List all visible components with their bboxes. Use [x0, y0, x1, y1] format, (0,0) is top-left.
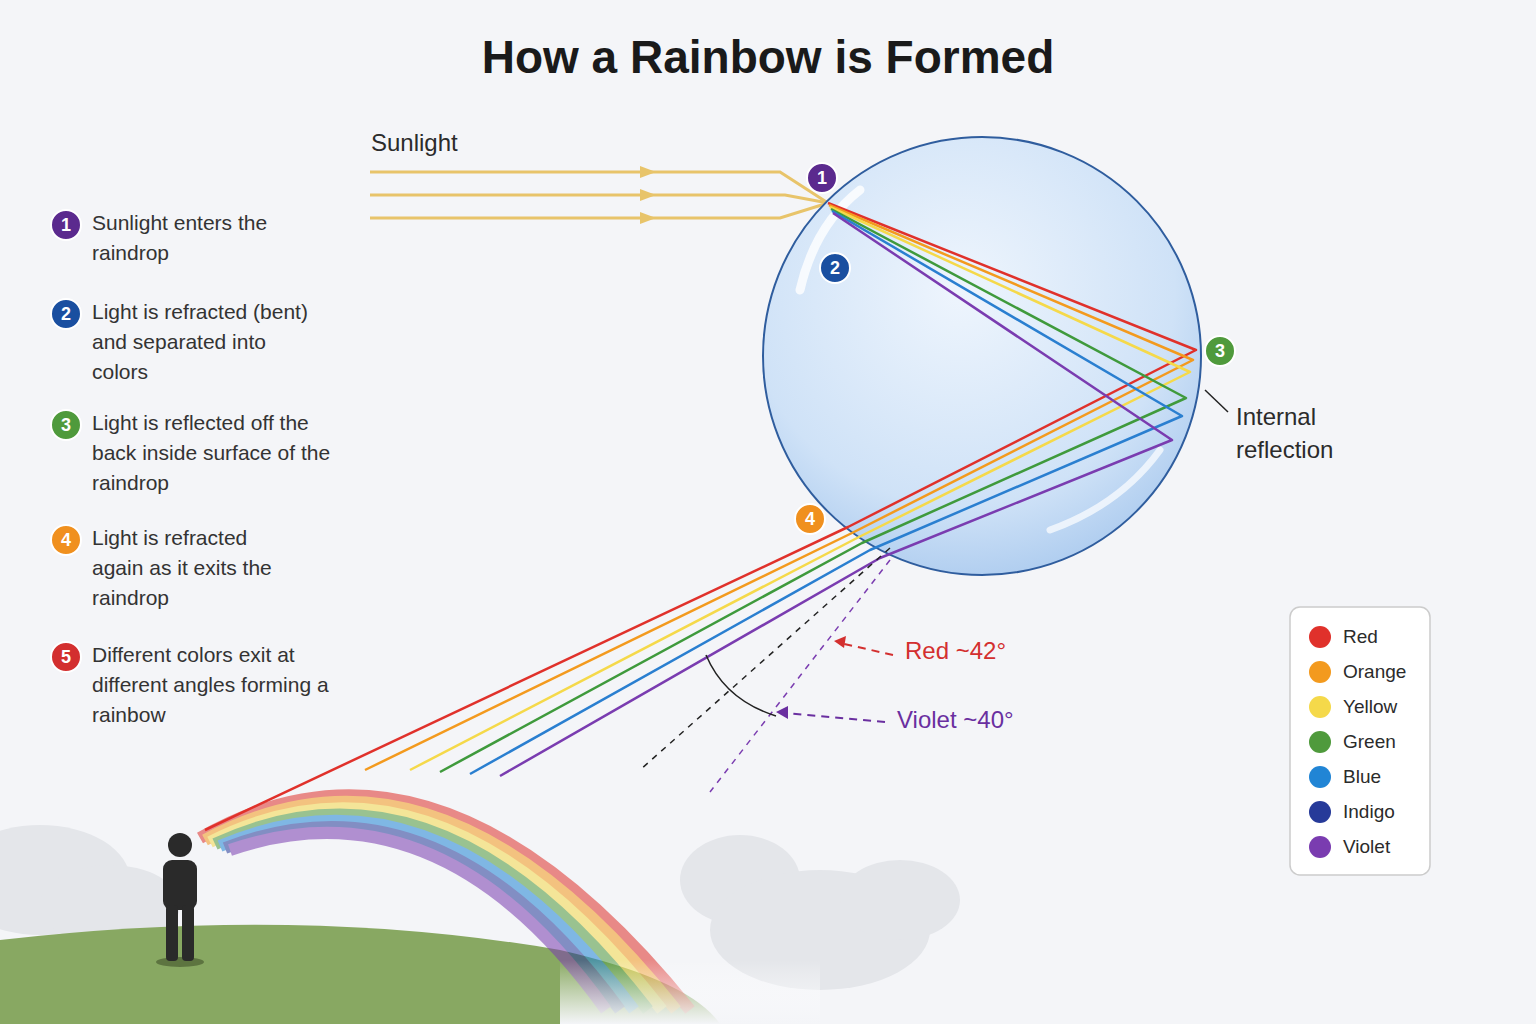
arrowhead	[834, 636, 846, 648]
legend-swatch	[1309, 626, 1331, 648]
body	[163, 860, 197, 910]
step-badge: 2Light is refracted (bent) and separated…	[50, 298, 82, 330]
badge-number: 1	[808, 164, 836, 192]
legend-swatch	[1309, 661, 1331, 683]
badge-number: 3	[1206, 337, 1234, 365]
legend-box	[1290, 607, 1430, 875]
light-ray	[205, 203, 1196, 830]
callout-number: 3	[1204, 335, 1236, 367]
legend-label: Green	[1343, 730, 1396, 754]
shadow	[156, 957, 204, 967]
step-badge: 3Light is reflected off the back inside …	[50, 409, 82, 441]
violet-angle-label: Violet ~40°	[897, 705, 1067, 735]
legend-label: Yellow	[1343, 695, 1397, 719]
step-description: Light is reflected off the back inside s…	[92, 408, 337, 498]
light-ray	[410, 207, 1190, 770]
legend-label: Red	[1343, 625, 1378, 649]
leg	[182, 905, 194, 961]
legend-label: Blue	[1343, 765, 1381, 789]
rainbow-band	[230, 833, 606, 1010]
badge-number: 5	[52, 643, 80, 671]
badge-number: 2	[821, 254, 849, 282]
ray-arrowheads	[640, 166, 656, 224]
badge-number: 4	[796, 505, 824, 533]
light-ray	[365, 205, 1193, 770]
sun-ray	[370, 195, 828, 203]
badge-number: 1	[52, 211, 80, 239]
sunlight-rays	[370, 172, 828, 218]
light-ray	[470, 211, 1182, 774]
head	[168, 833, 192, 857]
step-description: Light is refracted again as it exits the…	[92, 523, 277, 613]
internal-reflection-label: Internal reflection	[1236, 400, 1376, 466]
observer	[156, 833, 204, 967]
sun-ray	[370, 172, 828, 203]
diagram-title: How a Rainbow is Formed	[0, 30, 1536, 84]
badge-number: 3	[52, 411, 80, 439]
legend-swatch	[1309, 696, 1331, 718]
legend-swatch	[1309, 801, 1331, 823]
violet-angle-pointer	[784, 713, 885, 722]
legend-label: Violet	[1343, 835, 1390, 859]
legend-swatch	[1309, 766, 1331, 788]
arrowhead	[640, 189, 656, 201]
callout-number: 4	[794, 503, 826, 535]
red-angle-label: Red ~42°	[905, 636, 1065, 666]
badge-number: 4	[52, 526, 80, 554]
color-rays	[205, 203, 1196, 830]
violet-reference-line	[710, 560, 890, 792]
reference-line	[640, 548, 890, 770]
sunlight-label: Sunlight	[371, 128, 531, 158]
mist	[560, 960, 820, 1024]
legend-label: Indigo	[1343, 800, 1395, 824]
step-badge: 5Different colors exit at different angl…	[50, 641, 82, 673]
legend-label: Orange	[1343, 660, 1406, 684]
sun-ray	[370, 203, 828, 218]
step-description: Sunlight enters the raindrop	[92, 208, 297, 268]
step-badge: 4Light is refracted again as it exits th…	[50, 524, 82, 556]
callout-number: 1	[806, 162, 838, 194]
cloud	[840, 860, 960, 940]
step-description: Light is refracted (bent) and separated …	[92, 297, 317, 387]
step-badge: 1Sunlight enters the raindrop	[50, 209, 82, 241]
light-ray	[500, 213, 1172, 776]
legend-swatch	[1309, 836, 1331, 858]
legend-swatch	[1309, 731, 1331, 753]
red-angle-pointer	[840, 643, 893, 655]
callout-number: 2	[819, 252, 851, 284]
arrowhead	[640, 166, 656, 178]
badge-number: 2	[52, 300, 80, 328]
leader-line	[1205, 390, 1228, 412]
leg	[166, 905, 178, 961]
light-ray	[440, 209, 1186, 772]
highlight	[1050, 450, 1160, 530]
step-description: Different colors exit at different angle…	[92, 640, 344, 730]
angle-arc	[706, 655, 776, 716]
arrowhead	[776, 706, 788, 719]
arrowhead	[640, 212, 656, 224]
